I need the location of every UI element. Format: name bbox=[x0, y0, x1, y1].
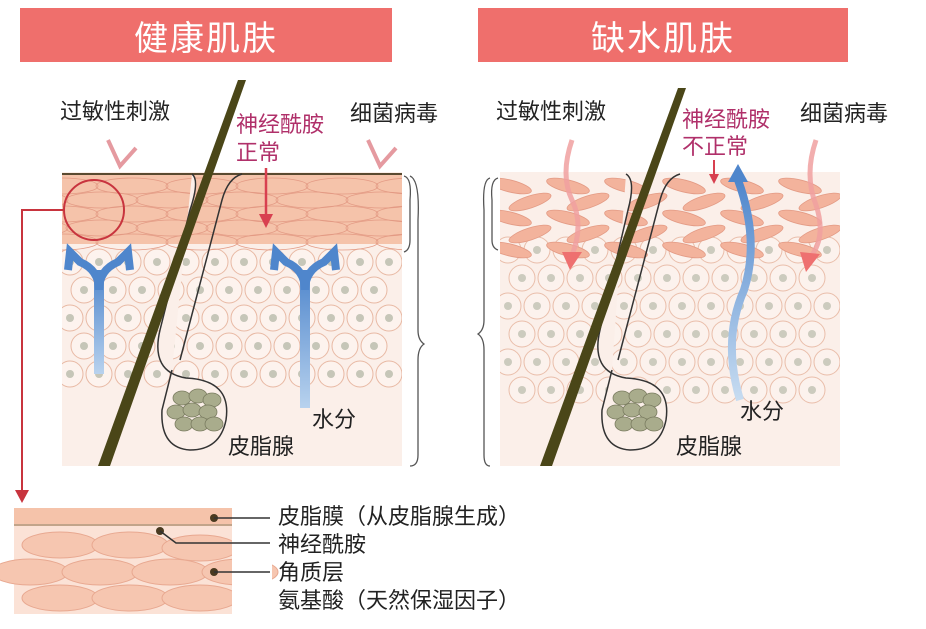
dry-flake bbox=[662, 209, 706, 227]
sebum-globule bbox=[204, 416, 224, 432]
dry-bacteria-label: 细菌病毒 bbox=[800, 102, 889, 127]
healthy-ceramide-label: 神经酰胺 bbox=[236, 113, 325, 138]
stratum-detail-strip bbox=[0, 505, 279, 617]
dry-flake bbox=[566, 192, 610, 212]
healthy-water-label: 水分 bbox=[312, 408, 357, 433]
dry-water-label: 水分 bbox=[740, 400, 785, 425]
healthy-bacteria-label: 细菌病毒 bbox=[350, 102, 439, 127]
dry-sebaceous-label: 皮脂腺 bbox=[676, 435, 743, 460]
dry-flake bbox=[662, 241, 706, 259]
stratum-corneum bbox=[62, 174, 402, 244]
healthy-skin-panel bbox=[15, 80, 426, 503]
dry-skin-panel bbox=[476, 88, 840, 467]
dry-flake bbox=[662, 177, 706, 195]
deflect-arrow-icon bbox=[366, 139, 398, 170]
healthy-sebaceous-label: 皮脂腺 bbox=[228, 435, 295, 460]
dry-ceramide-label: 神经酰胺 bbox=[682, 108, 771, 133]
healthy-skin-title: 健康肌肤 bbox=[20, 8, 392, 62]
deflect-arrow-icon bbox=[106, 139, 138, 170]
legend-stratum-corneum: 角质层 bbox=[278, 561, 345, 586]
dry-flake bbox=[508, 192, 552, 212]
dry-ceramide-status: 不正常 bbox=[682, 135, 749, 160]
dry-allergy-label: 过敏性刺激 bbox=[496, 100, 607, 125]
sebum-globule bbox=[644, 416, 664, 432]
water-arrow-icon bbox=[64, 243, 134, 374]
dry-flake bbox=[682, 224, 726, 244]
dry-flake bbox=[508, 224, 552, 244]
dry-flake bbox=[500, 241, 532, 259]
legend-sebum-film: 皮脂膜（从皮脂腺生成） bbox=[278, 505, 521, 530]
dry-flake bbox=[500, 209, 532, 227]
sebum-globule bbox=[182, 402, 202, 418]
sebum-globule bbox=[612, 390, 632, 406]
dry-flake bbox=[500, 177, 532, 195]
water-arrow-icon bbox=[270, 243, 340, 408]
legend-amino-acid: 氨基酸（天然保湿因子） bbox=[278, 589, 521, 614]
dry-flake bbox=[798, 192, 840, 212]
dry-flake bbox=[682, 192, 726, 212]
healthy-ceramide-status: 正常 bbox=[236, 141, 281, 166]
irritant-arrow-icon bbox=[563, 139, 581, 256]
sebum-globule bbox=[622, 402, 642, 418]
dry-skin-title: 缺水肌肤 bbox=[478, 8, 848, 62]
sebum-globule bbox=[174, 416, 194, 432]
sebum-globule bbox=[614, 416, 634, 432]
hair-icon bbox=[540, 88, 686, 466]
legend-ceramide: 神经酰胺 bbox=[278, 533, 367, 558]
healthy-allergy-label: 过敏性刺激 bbox=[60, 100, 171, 125]
hair-icon bbox=[98, 80, 246, 466]
dry-flake bbox=[740, 192, 784, 212]
sebum-globule bbox=[172, 390, 192, 406]
water-loss-arrow-icon bbox=[727, 178, 755, 402]
irritant-arrow-icon bbox=[807, 139, 823, 257]
